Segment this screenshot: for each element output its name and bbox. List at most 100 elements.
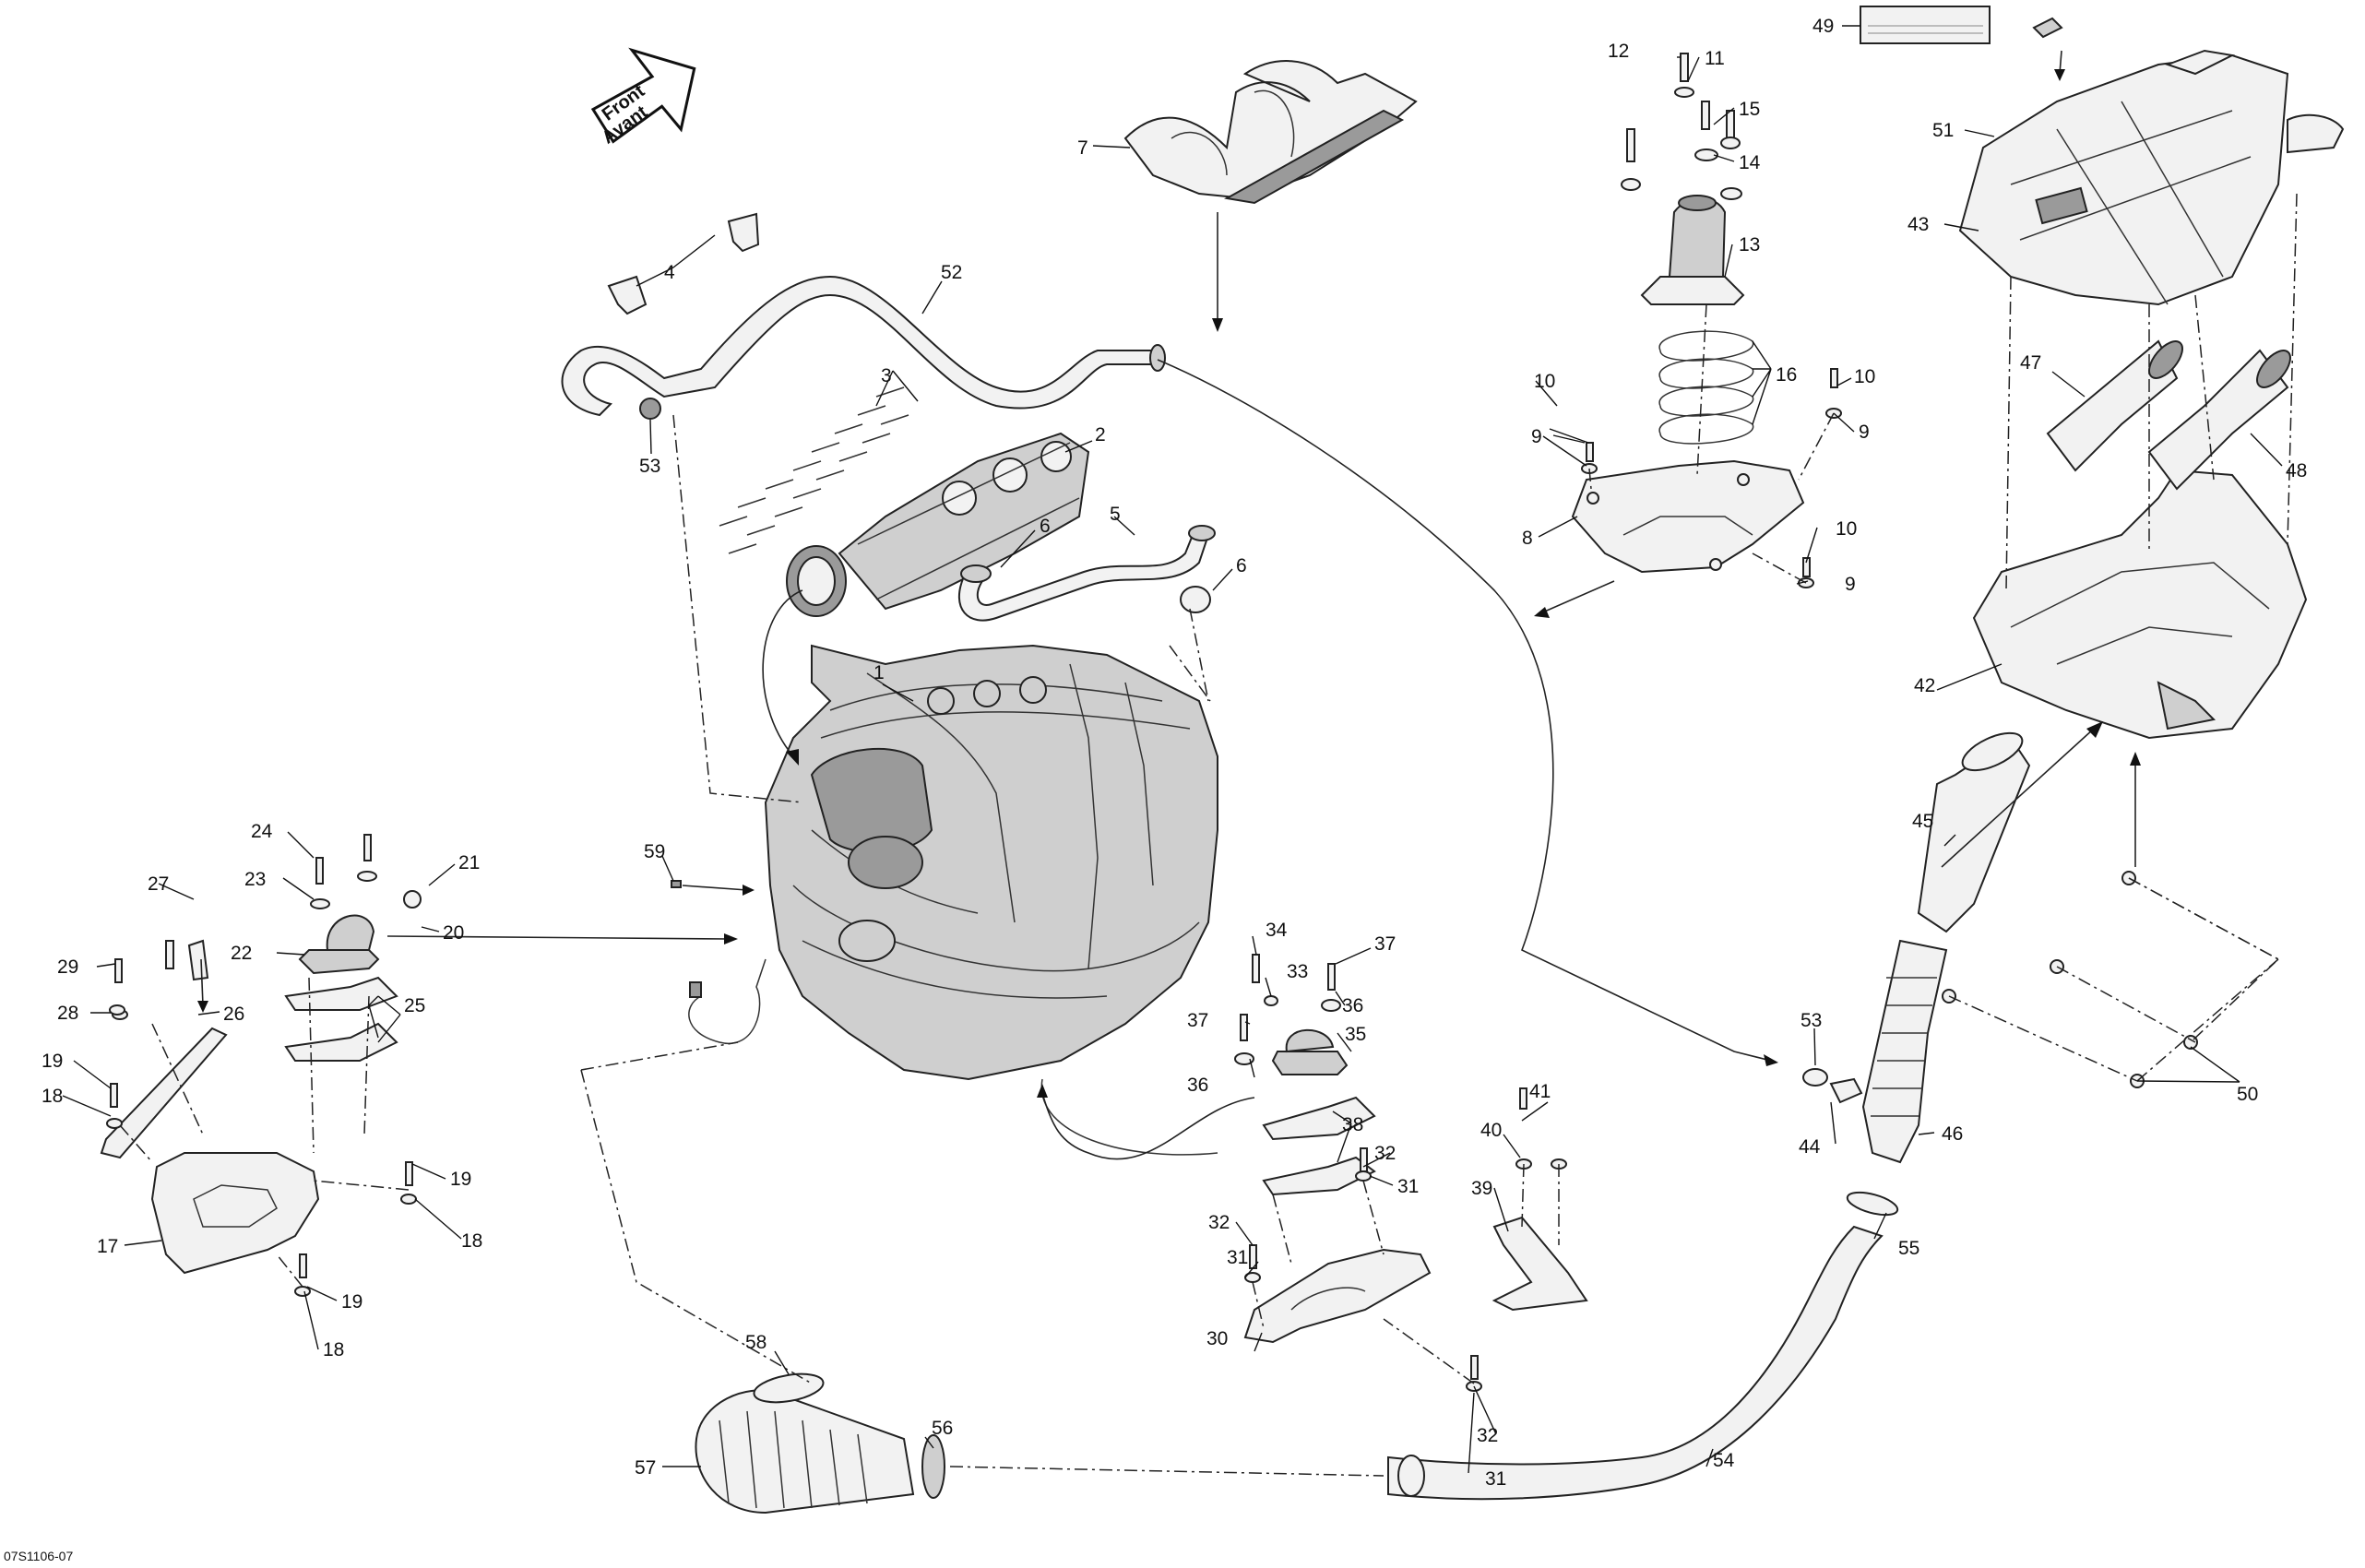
label-43: 43: [1907, 214, 1929, 235]
front-direction-arrow: Front Avant: [590, 47, 696, 148]
ducts-47-48: [2046, 339, 2291, 491]
intake-tube-54: [1387, 1225, 1884, 1501]
label-46: 46: [1942, 1123, 1963, 1145]
label-21: 21: [458, 852, 480, 873]
throttle-body-manifold: [786, 432, 1090, 617]
label-22: 22: [231, 943, 252, 964]
label-53b: 53: [1800, 1010, 1822, 1031]
label-41: 41: [1529, 1081, 1551, 1102]
label-20: 20: [443, 922, 464, 944]
label-16: 16: [1776, 364, 1797, 386]
label-13: 13: [1739, 234, 1760, 255]
engine-assembly: [688, 644, 1218, 1156]
mount-assembly-left: [100, 834, 422, 1297]
intake-tube-45: [1917, 731, 2031, 933]
clips-4: [607, 212, 760, 315]
label-52: 52: [941, 262, 962, 283]
label-53a: 53: [639, 456, 660, 477]
label-32b: 32: [1374, 1143, 1396, 1164]
label-47: 47: [2020, 352, 2041, 374]
label-37a: 37: [1187, 1010, 1208, 1031]
label-40: 40: [1480, 1120, 1502, 1141]
label-10c: 10: [1836, 518, 1857, 540]
label-17: 17: [97, 1236, 118, 1257]
label-9b: 9: [1859, 422, 1870, 443]
label-32c: 32: [1477, 1425, 1498, 1446]
label-36b: 36: [1342, 995, 1363, 1016]
label-37b: 37: [1374, 933, 1396, 955]
airbox-base-42: [1972, 469, 2308, 740]
label-9a: 9: [1531, 426, 1542, 447]
label-10a: 10: [1534, 371, 1555, 392]
label-15: 15: [1739, 99, 1760, 120]
label-32a: 32: [1208, 1212, 1230, 1233]
label-42: 42: [1914, 675, 1935, 696]
mount-assembly-center: [1234, 954, 1588, 1392]
label-1: 1: [874, 662, 885, 683]
intake-tube-57: [695, 1372, 945, 1515]
label-8: 8: [1522, 528, 1533, 549]
label-54: 54: [1713, 1450, 1735, 1471]
clamp-55: [1846, 1191, 1899, 1217]
hose-52: [561, 275, 1166, 420]
label-39: 39: [1471, 1178, 1492, 1199]
label-2: 2: [1095, 424, 1106, 445]
label-14: 14: [1739, 152, 1761, 173]
label-25: 25: [404, 995, 425, 1016]
label-12: 12: [1608, 41, 1629, 62]
label-48: 48: [2286, 460, 2307, 481]
fitting-44: [1802, 1068, 1863, 1104]
label-3: 3: [881, 365, 892, 386]
label-35: 35: [1345, 1024, 1366, 1045]
label-5: 5: [1110, 504, 1121, 525]
nuts-50: [1942, 871, 2198, 1088]
label-11: 11: [1705, 48, 1725, 69]
label-36a: 36: [1187, 1075, 1208, 1096]
label-6a: 6: [1040, 516, 1051, 537]
hose-5: [958, 525, 1216, 622]
label-24: 24: [251, 821, 273, 842]
label-18c: 18: [323, 1339, 344, 1360]
leader-lines: [62, 25, 2283, 1474]
cover-7: [1123, 60, 1418, 205]
label-50: 50: [2237, 1084, 2258, 1105]
decal-49: [1860, 6, 2063, 44]
intake-tube-46: [1861, 939, 1948, 1164]
flow-arrows: [197, 50, 2141, 1160]
label-44: 44: [1799, 1136, 1821, 1158]
callout-labels: 1 2 3 4 5 6 6 7 8 9 9 9 10 10 10 11 12 1…: [42, 16, 2307, 1490]
label-31c: 31: [1485, 1468, 1506, 1490]
label-28: 28: [57, 1003, 78, 1024]
label-7: 7: [1077, 137, 1088, 159]
label-9c: 9: [1845, 574, 1856, 595]
airbox-cover-43: [1958, 49, 2345, 306]
label-19b: 19: [450, 1169, 471, 1190]
diagram-code: 07S1106-07: [4, 1549, 73, 1563]
label-58: 58: [745, 1332, 767, 1353]
label-56: 56: [932, 1418, 953, 1439]
label-55: 55: [1898, 1238, 1919, 1259]
label-31b: 31: [1397, 1176, 1419, 1197]
label-23: 23: [244, 869, 266, 890]
label-34: 34: [1266, 920, 1288, 941]
label-31a: 31: [1227, 1247, 1248, 1268]
label-59: 59: [644, 841, 665, 862]
label-18b: 18: [461, 1230, 482, 1252]
label-4: 4: [664, 262, 675, 283]
label-57: 57: [635, 1457, 656, 1479]
label-10b: 10: [1854, 366, 1875, 387]
label-26: 26: [223, 1004, 244, 1025]
assembly-lines: [119, 193, 2298, 1477]
label-33: 33: [1287, 961, 1308, 982]
label-30: 30: [1206, 1328, 1228, 1349]
label-45: 45: [1912, 811, 1933, 832]
label-18a: 18: [42, 1086, 63, 1107]
label-6b: 6: [1236, 555, 1247, 576]
label-29: 29: [57, 956, 78, 978]
label-19c: 19: [341, 1291, 362, 1313]
label-49: 49: [1812, 16, 1834, 37]
label-19a: 19: [42, 1051, 63, 1072]
label-27: 27: [148, 873, 169, 895]
manifold-bolts: [719, 386, 909, 554]
